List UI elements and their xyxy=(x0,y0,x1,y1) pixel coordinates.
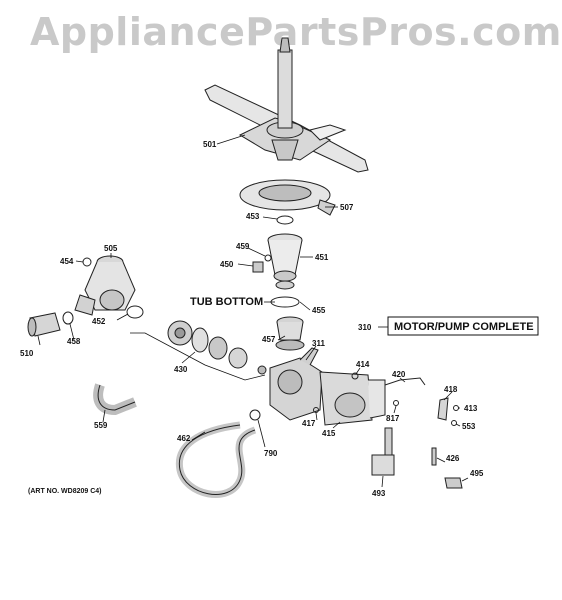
part-label-417: 417 xyxy=(302,419,316,428)
part-311-pump xyxy=(269,347,323,421)
part-label-426: 426 xyxy=(446,454,460,463)
part-553-strap xyxy=(451,420,457,426)
part-label-559: 559 xyxy=(94,421,108,430)
leader-lines xyxy=(37,134,469,488)
part-label-457: 457 xyxy=(262,335,276,344)
watermark: AppliancePartsPros.com xyxy=(30,10,562,54)
part-450-clamp xyxy=(252,261,264,273)
part-label-414: 414 xyxy=(356,360,370,369)
part-559-hose xyxy=(93,383,137,416)
part-415-motor xyxy=(319,371,386,426)
part-label-493: 493 xyxy=(372,489,386,498)
motor-pump-complete-label: MOTOR/PUMP COMPLETE xyxy=(394,321,534,333)
part-label-430: 430 xyxy=(174,365,188,374)
part-label-459: 459 xyxy=(236,242,250,251)
motor-pump-complete-number: 310 xyxy=(358,323,372,332)
part-418-bracket xyxy=(437,397,449,421)
part-495-terminal xyxy=(444,477,463,489)
part-label-455: 455 xyxy=(312,306,326,315)
part-459-screw xyxy=(264,254,272,262)
part-417-screw xyxy=(313,407,319,413)
part-label-311: 311 xyxy=(312,339,325,348)
part-426-hose xyxy=(431,447,437,466)
part-430-impeller-kit xyxy=(167,320,267,375)
part-414-screw xyxy=(351,372,359,380)
part-451-support xyxy=(267,233,303,290)
part-label-790: 790 xyxy=(264,449,278,458)
part-493-solenoid xyxy=(371,427,395,476)
part-label-510: 510 xyxy=(20,349,34,358)
part-452-clamp xyxy=(126,305,144,319)
part-510-connector xyxy=(27,312,61,337)
part-455-gasket xyxy=(270,296,300,308)
part-462-drain-hose xyxy=(175,421,257,498)
part-label-453: 453 xyxy=(246,212,260,221)
part-label-454: 454 xyxy=(60,257,74,266)
part-507-seal-plate xyxy=(239,179,336,216)
tub-bottom-label: TUB BOTTOM xyxy=(190,296,263,308)
part-458-oring xyxy=(62,311,74,325)
part-label-450: 450 xyxy=(220,260,234,269)
part-457-hose xyxy=(275,316,305,351)
part-label-415: 415 xyxy=(322,429,336,438)
part-label-458: 458 xyxy=(67,337,81,346)
part-label-418: 418 xyxy=(444,385,458,394)
part-label-501: 501 xyxy=(203,140,217,149)
part-501-spray-arm xyxy=(204,37,369,173)
part-413-screw xyxy=(453,405,459,411)
part-505-drain-housing xyxy=(74,255,136,316)
part-label-817: 817 xyxy=(386,414,400,423)
part-label-452: 452 xyxy=(92,317,106,326)
motor-pump-complete-box xyxy=(387,316,539,336)
part-label-553: 553 xyxy=(462,422,476,431)
part-790-clamp xyxy=(249,409,261,421)
part-label-507: 507 xyxy=(340,203,354,212)
part-453-oring xyxy=(276,215,294,225)
part-420-wire xyxy=(384,377,426,386)
art-number-label: (ART NO. WD8209 C4) xyxy=(28,488,102,495)
part-label-462: 462 xyxy=(177,434,191,443)
part-label-505: 505 xyxy=(104,244,118,253)
part-454-ball xyxy=(82,257,92,267)
part-817-screw xyxy=(393,400,399,406)
part-label-413: 413 xyxy=(464,404,478,413)
part-label-451: 451 xyxy=(315,253,329,262)
part-label-495: 495 xyxy=(470,469,484,478)
part-label-420: 420 xyxy=(392,370,406,379)
